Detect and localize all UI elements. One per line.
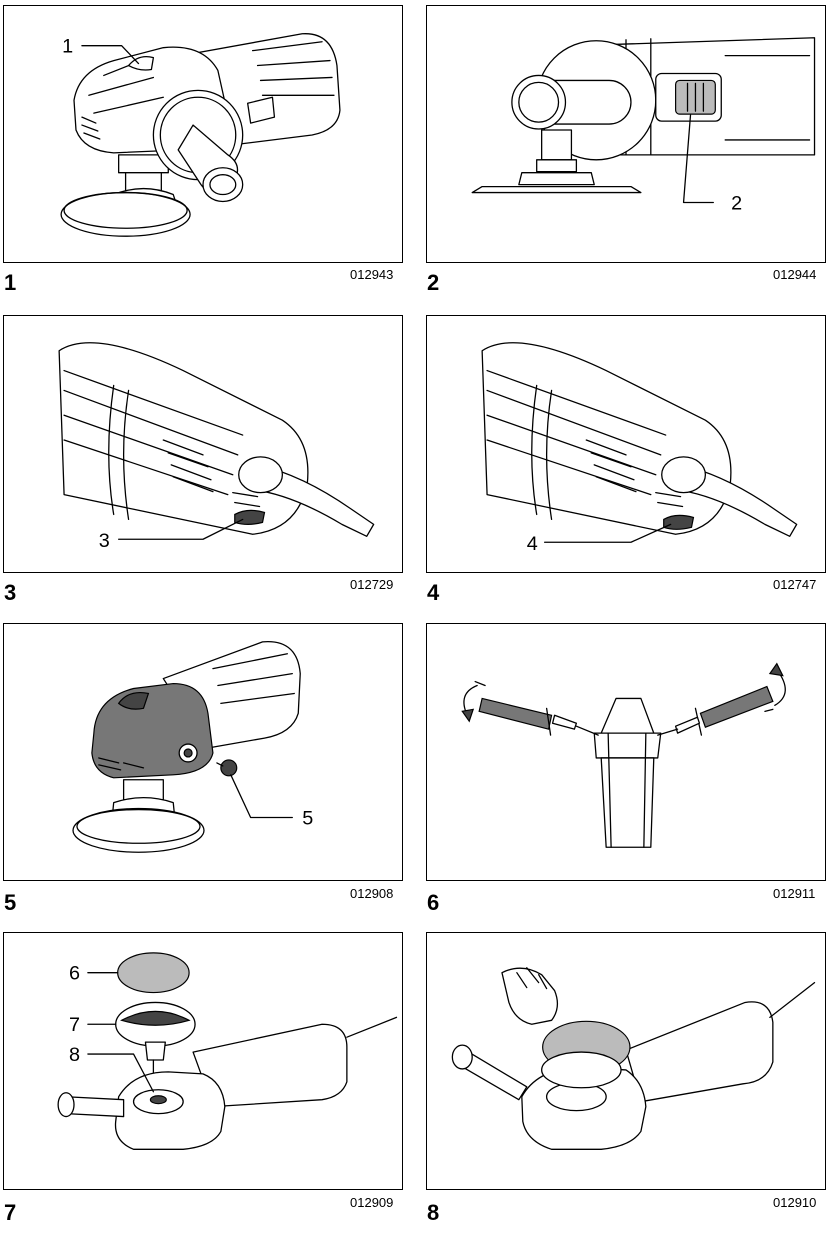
figure-5-callout-5: 5 [302, 807, 313, 829]
figure-2-panel: 2 [426, 5, 826, 263]
figure-8-illustration-attach-disc [451, 967, 816, 1150]
figure-2-number: 2 [427, 270, 440, 295]
figure-5-panel: 5 [3, 623, 403, 881]
figure-6-illustration-handle-installation [461, 662, 786, 848]
figure-8-number: 8 [427, 1200, 440, 1225]
figure-8-panel [426, 932, 826, 1190]
figure-5-illustration-side-grip-hole: 5 [72, 641, 313, 853]
figure-1-code: 012943 [350, 267, 394, 282]
figure-5-number: 5 [4, 890, 17, 915]
figure-5-code: 012908 [350, 886, 394, 901]
figure-2-illustration-switch-side-view: 2 [471, 37, 816, 214]
figure-7-panel: 6 7 8 [3, 932, 403, 1190]
figure-4-code: 012747 [773, 577, 817, 592]
figure-1-callout-1: 1 [62, 36, 73, 58]
figure-1-panel: 1 [3, 5, 403, 263]
figure-3-callout-3: 3 [99, 530, 110, 552]
figure-4-callout-4: 4 [527, 533, 538, 555]
figure-7-callout-6: 6 [69, 963, 80, 985]
figure-3-code: 012729 [350, 577, 394, 592]
figure-7-number: 7 [4, 1200, 17, 1225]
figure-6-code: 012911 [773, 886, 816, 901]
figure-6-panel [426, 623, 826, 881]
figure-4-illustration-rear-housing: 4 [481, 342, 798, 555]
figure-1-number: 1 [4, 270, 17, 295]
figure-6-number: 6 [427, 890, 440, 915]
figure-7-callout-8: 8 [69, 1044, 80, 1066]
figure-2-callout-2: 2 [731, 192, 742, 214]
figure-7-callout-7: 7 [69, 1014, 80, 1036]
figure-3-number: 3 [4, 580, 17, 605]
figure-7-code: 012909 [350, 1195, 394, 1210]
figure-8-code: 012910 [773, 1195, 817, 1210]
figure-3-illustration-rear-housing: 3 [58, 342, 375, 552]
figure-7-illustration-pad-assembly: 6 7 8 [57, 952, 398, 1150]
figure-2-code: 012944 [773, 267, 817, 282]
figure-3-panel: 3 [3, 315, 403, 573]
figure-1-illustration-polisher-angle-view: 1 [60, 33, 341, 237]
figure-4-panel: 4 [426, 315, 826, 573]
figure-4-number: 4 [427, 580, 440, 605]
